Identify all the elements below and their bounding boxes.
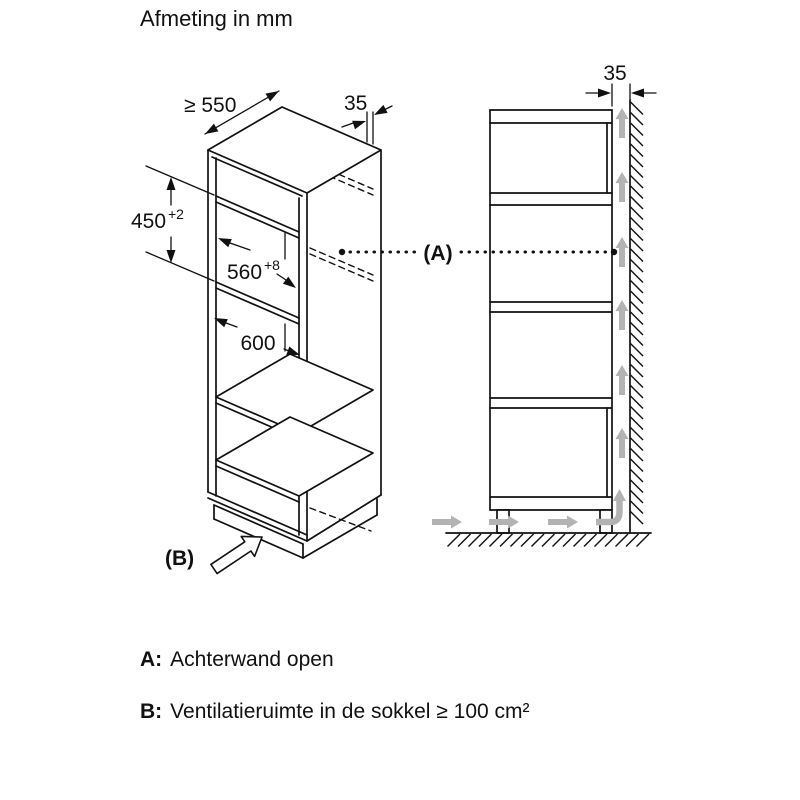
rear-wall-reference: (A)	[338, 242, 618, 265]
floor-hatching	[447, 533, 650, 547]
dim-lower-compartment: 600	[214, 318, 300, 355]
side-cabinet	[489, 109, 613, 534]
legend-a-text: Achterwand open	[170, 648, 334, 671]
legend-b-text: Ventilatieruimte in de sokkel ≥ 100 cm²	[170, 700, 530, 723]
dim-niche-width: 560 +8	[218, 231, 296, 288]
floor	[445, 532, 652, 547]
dim-niche-height: 450 +2	[131, 165, 215, 282]
dim-niche-height-label: 450	[131, 210, 166, 233]
airflow-right-arrow	[489, 515, 519, 529]
airflow-up-arrow	[615, 237, 629, 267]
reference-endpoint-dot	[338, 248, 346, 256]
dim-niche-width-tolerance: +8	[264, 257, 280, 273]
airflow-right-arrow	[432, 515, 462, 529]
legend-b-key: B:	[140, 700, 163, 723]
dim-depth: ≥ 550	[184, 90, 280, 135]
dim-wall-gap-label: 35	[603, 62, 626, 85]
reference-endpoint-dot	[610, 248, 618, 256]
side-elevation-view: 35	[432, 62, 657, 547]
dim-depth-label: ≥ 550	[184, 94, 236, 117]
ventilation-inlet-arrow	[210, 535, 263, 575]
airflow-up-arrow	[615, 428, 629, 458]
dim-niche-height-tolerance: +2	[168, 206, 184, 222]
airflow-curved-arrow	[596, 489, 626, 526]
marker-a-label: (A)	[423, 242, 452, 265]
marker-b-label: (B)	[165, 547, 194, 570]
dim-lower-compartment-label: 600	[240, 332, 275, 355]
dim-rear-gap: 35	[341, 92, 393, 145]
dim-wall-gap: 35	[585, 62, 657, 107]
airflow-up-arrow	[615, 365, 629, 395]
airflow-up-arrow	[615, 108, 629, 138]
wall	[629, 99, 644, 534]
cabinet-shelves	[215, 195, 374, 503]
airflow-arrows	[432, 108, 629, 529]
wall-hatching	[630, 101, 644, 525]
marker-b: (B)	[165, 535, 263, 575]
legend-item-b: B: Ventilatieruimte in de sokkel ≥ 100 cm…	[140, 700, 530, 724]
dim-rear-gap-label: 35	[344, 92, 367, 115]
dim-niche-width-label: 560	[227, 261, 262, 284]
airflow-up-arrow	[615, 300, 629, 330]
airflow-up-arrow	[615, 172, 629, 202]
page-title: Afmeting in mm	[140, 6, 293, 31]
airflow-right-arrow	[548, 515, 578, 529]
legend-a-key: A:	[140, 648, 163, 671]
legend-item-a: A: Achterwand open	[140, 648, 334, 672]
isometric-cabinet-view: ≥ 550 35 450 +2	[131, 90, 393, 575]
